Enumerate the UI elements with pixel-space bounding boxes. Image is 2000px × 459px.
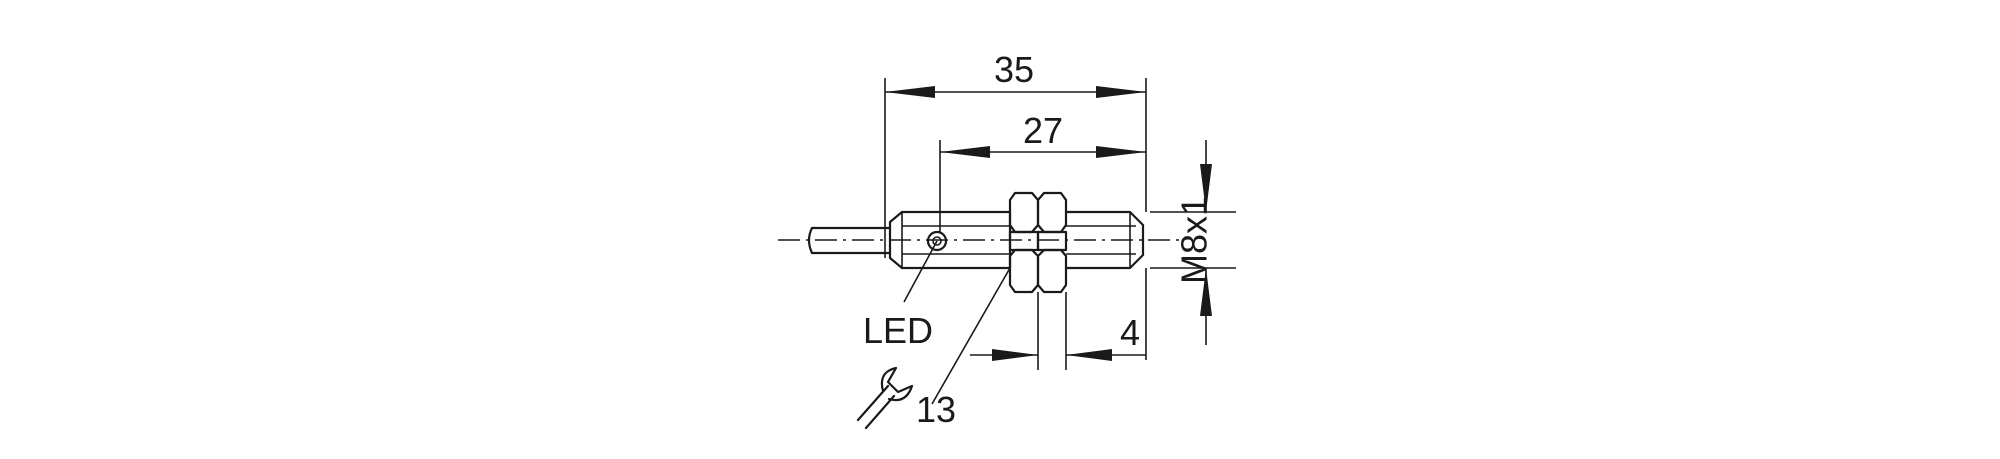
led-leader: LED (863, 240, 938, 351)
wrench-icon (856, 366, 914, 430)
extension-lines (884, 78, 1236, 370)
dimension-4: 4 (970, 312, 1146, 361)
wrench-size-label: 13 (916, 389, 956, 430)
led-indicator (926, 230, 948, 252)
dimension-thread: M8x1 (1174, 140, 1215, 345)
dimension-35-label: 35 (994, 49, 1034, 90)
dimension-27-label: 27 (1023, 110, 1063, 151)
dimension-35: 35 (885, 49, 1146, 98)
dimension-4-label: 4 (1120, 312, 1140, 353)
wrench-leader: 13 (856, 267, 1011, 430)
dimension-thread-label: M8x1 (1174, 196, 1215, 284)
cable (807, 226, 892, 255)
hex-nuts (1008, 191, 1068, 294)
led-label: LED (863, 310, 933, 351)
dimension-27: 27 (940, 110, 1146, 158)
